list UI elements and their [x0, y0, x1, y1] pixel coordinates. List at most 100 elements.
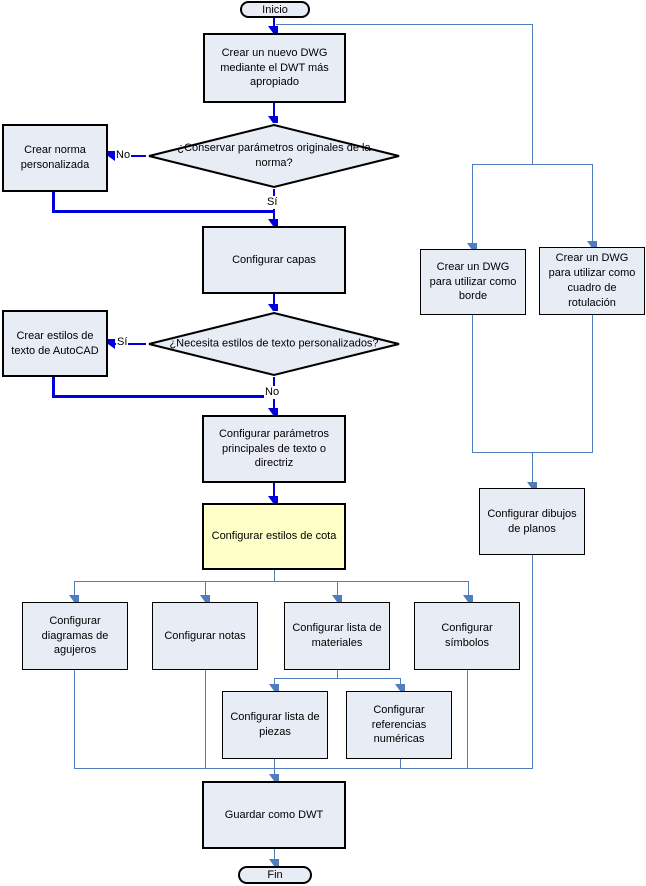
node-configurar-notas: Configurar notas [152, 602, 258, 670]
node-label: Configurar estilos de cota [211, 530, 337, 543]
node-crear-norma: Crear norma personalizada [2, 124, 108, 192]
node-label: Crear un DWG para utilizar como cuadro d… [548, 252, 636, 309]
edge-label-si: Sí [266, 196, 279, 210]
node-guardar-dwt: Guardar como DWT [202, 781, 346, 849]
node-label: Inicio [262, 3, 288, 16]
connector [472, 164, 593, 165]
connector [52, 395, 275, 398]
diamond-shape [148, 311, 400, 377]
node-label: Configurar diagramas de agujeros [41, 614, 109, 657]
node-crear-dwg-borde: Crear un DWG para utilizar como borde [420, 249, 526, 315]
node-label: Fin [267, 869, 283, 881]
node-configurar-parametros: Configurar parámetros principales de tex… [202, 415, 346, 483]
node-configurar-lista-piezas: Configurar lista de piezas [222, 691, 328, 759]
connector [274, 759, 275, 774]
arrowhead [269, 684, 279, 691]
node-label: Configurar dibujos de planos [487, 507, 577, 535]
connector [205, 670, 206, 768]
node-decision-norma: ¿Conservar parámetros originales de la n… [146, 123, 402, 189]
arrowhead [463, 595, 473, 602]
node-fin-terminal: Fin [238, 866, 312, 884]
arrowhead [108, 339, 115, 349]
node-configurar-referencias: Configurar referencias numéricas [346, 691, 452, 759]
arrowhead [268, 26, 278, 33]
node-label: Crear estilos de texto de AutoCAD [11, 329, 99, 357]
arrowhead [200, 595, 210, 602]
node-configurar-lista-materiales: Configurar lista de materiales [284, 602, 390, 670]
node-configurar-simbolos: Configurar símbolos [414, 602, 520, 670]
connector [74, 670, 75, 768]
connector [467, 670, 468, 768]
connector [52, 192, 55, 213]
node-label: Crear norma personalizada [20, 144, 90, 171]
connector [273, 18, 275, 26]
arrowhead [268, 496, 278, 503]
node-configurar-estilos-cota: Configurar estilos de cota [202, 503, 346, 570]
edge-label-no: No [264, 386, 281, 400]
node-configurar-diagramas-agujeros: Configurar diagramas de agujeros [22, 602, 128, 670]
connector [274, 570, 275, 581]
edge-label-no: No [115, 149, 132, 163]
connector [273, 483, 275, 496]
edge-label-si: Sí [116, 336, 129, 350]
connector [274, 678, 401, 679]
connector [468, 581, 469, 596]
connector [52, 377, 55, 398]
diamond-shape [148, 123, 400, 189]
node-configurar-capas: Configurar capas [202, 226, 346, 294]
arrowhead [467, 243, 477, 250]
arrowhead [269, 774, 279, 781]
connector [273, 294, 275, 304]
node-crear-estilos-texto: Crear estilos de texto de AutoCAD [2, 310, 108, 377]
connector [274, 849, 275, 860]
node-label: ¿Conservar parámetros originales de la n… [177, 142, 371, 169]
node-label: Configurar parámetros principales de tex… [218, 427, 330, 470]
connector [205, 581, 206, 596]
node-start-terminal: Inicio [240, 1, 310, 18]
connector [400, 759, 401, 768]
connector [532, 452, 533, 482]
connector [400, 678, 401, 685]
arrowhead [332, 595, 342, 602]
node-configurar-dibujos-planos: Configurar dibujos de planos [479, 488, 585, 555]
arrowhead [527, 482, 537, 489]
arrowhead [268, 304, 278, 311]
connector [273, 103, 275, 116]
connector [337, 581, 338, 596]
connector [74, 581, 75, 596]
arrowhead [268, 219, 278, 226]
connector [274, 678, 275, 685]
node-create-dwg: Crear un nuevo DWG mediante el DWT más a… [203, 33, 346, 103]
node-label: Configurar capas [232, 253, 316, 266]
node-label: Configurar referencias numéricas [371, 703, 427, 746]
connector [52, 210, 275, 213]
node-crear-dwg-rotulacion: Crear un DWG para utilizar como cuadro d… [539, 247, 645, 315]
connector [472, 315, 473, 452]
node-label: Crear un DWG para utilizar como borde [429, 260, 517, 303]
arrowhead [69, 595, 79, 602]
connector [592, 315, 593, 452]
node-decision-estilos-texto: ¿Necesita estilos de texto personalizado… [146, 311, 402, 377]
node-label: Configurar lista de materiales [292, 622, 382, 649]
node-label: Configurar lista de piezas [230, 711, 320, 738]
connector [532, 24, 533, 164]
connector [74, 768, 533, 769]
connector [276, 24, 533, 25]
arrowhead [268, 116, 278, 123]
arrowhead [587, 241, 597, 248]
connector [592, 164, 593, 241]
connector [337, 670, 338, 678]
node-label: Configurar símbolos [441, 622, 493, 649]
arrowhead [268, 408, 278, 415]
node-label: Crear un nuevo DWG mediante el DWT más a… [220, 46, 329, 89]
arrowhead [269, 859, 279, 866]
arrowhead [108, 151, 115, 161]
arrowhead [395, 684, 405, 691]
connector [115, 343, 146, 345]
node-label: ¿Necesita estilos de texto personalizado… [169, 337, 379, 350]
connector [472, 164, 473, 243]
node-label: Guardar como DWT [224, 808, 324, 821]
connector [532, 555, 533, 768]
node-label: Configurar notas [164, 629, 246, 642]
